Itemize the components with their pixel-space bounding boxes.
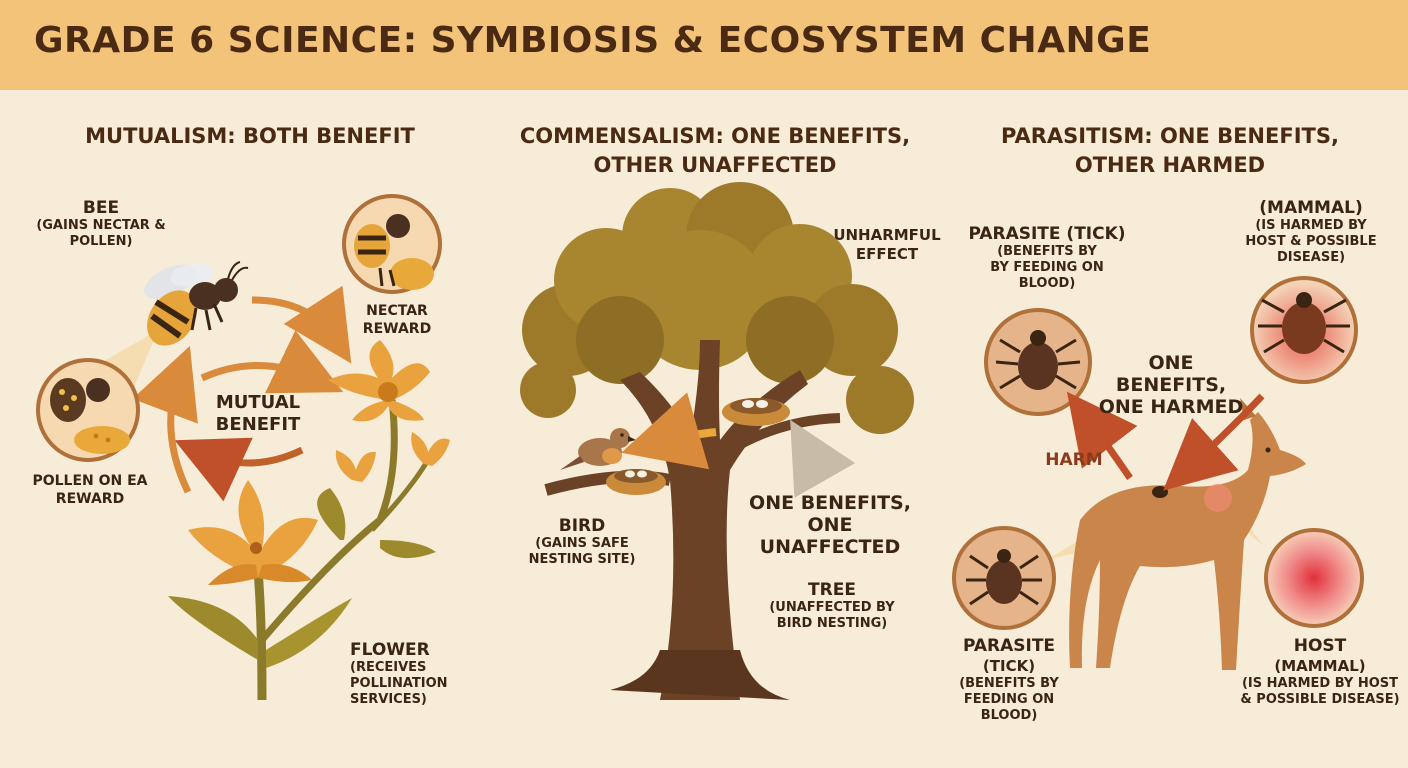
parasitism-title-line1: PARASITISM: ONE BENEFITS,	[1001, 124, 1339, 148]
nest-icon	[606, 398, 790, 495]
tree-sub: (UNAFFECTED BY BIRD NESTING)	[769, 600, 895, 631]
flower-sub: (RECEIVES POLLINATION SERVICES)	[350, 660, 448, 707]
skin-rash-icon	[1250, 276, 1358, 384]
pollen-icon	[36, 358, 140, 462]
host-label: HOST	[1293, 636, 1347, 656]
parasite-top-label-group: PARASITE (TICK) (BENEFITS BY BY FEEDING …	[962, 224, 1132, 292]
arrow-nest-to-bird	[621, 392, 717, 470]
parasite-bottom-sub: (TICK)	[982, 657, 1036, 675]
mammal-top-label: (MAMMAL)	[1259, 198, 1363, 218]
bird-label: BIRD	[558, 516, 606, 536]
arrow-up-to-bee	[132, 345, 198, 494]
commensalism-title-line2: OTHER UNAFFECTED	[593, 153, 837, 177]
nectar-label: NECTAR REWARD	[362, 303, 432, 337]
bee-label: BEE	[82, 198, 120, 218]
parasite-bottom-label: PARASITE	[962, 636, 1056, 656]
host-sub2: (IS HARMED BY HOST & POSSIBLE DISEASE)	[1240, 676, 1400, 707]
flower-label-group: FLOWER (RECEIVES POLLINATION SERVICES)	[350, 640, 470, 708]
bee-icon	[143, 261, 249, 346]
bird-sub: (GAINS SAFE NESTING SITE)	[528, 536, 636, 567]
commensalism-title-line1: COMMENSALISM: ONE BENEFITS,	[519, 124, 911, 148]
arrow-center-to-flower	[200, 330, 344, 394]
arrow-center-to-left	[174, 437, 304, 502]
parasite-bottom-sub2: (BENEFITS BY FEEDING ON BLOOD)	[959, 676, 1059, 723]
nectar-icon	[342, 194, 442, 294]
tree-label: TREE	[808, 580, 856, 600]
tick-icon-bottom	[952, 526, 1056, 630]
tree-label-group: TREE (UNAFFECTED BY BIRD NESTING)	[762, 580, 902, 632]
one-benefits-unaffected-label: ONE BENEFITS, ONE UNAFFECTED	[749, 492, 911, 558]
bird-icon	[560, 428, 636, 470]
harm-label: HARM	[1045, 450, 1103, 470]
bird-label-group: BIRD (GAINS SAFE NESTING SITE)	[520, 516, 644, 568]
pollen-label: POLLEN ON EA REWARD	[32, 473, 148, 507]
bee-sub: (GAINS NECTAR & POLLEN)	[36, 218, 166, 249]
host-label-group: HOST (MAMMAL) (IS HARMED BY HOST & POSSI…	[1240, 636, 1400, 708]
mammal-top-sub: (IS HARMED BY HOST & POSSIBLE DISEASE)	[1245, 218, 1377, 265]
host-rash-icon	[1264, 528, 1364, 628]
arrow-bee-to-flower	[251, 285, 352, 364]
commensalism-title: COMMENSALISM: ONE BENEFITS, OTHER UNAFFE…	[500, 122, 930, 180]
page-title: GRADE 6 SCIENCE: SYMBIOSIS & ECOSYSTEM C…	[34, 20, 1152, 61]
arrow-to-tick-bite	[1163, 393, 1265, 491]
unharmful-effect-label: UNHARMFUL EFFECT	[833, 226, 941, 263]
mutual-benefit-label: MUTUAL BENEFIT	[215, 392, 301, 435]
mammal-top-label-group: (MAMMAL) (IS HARMED BY HOST & POSSIBLE D…	[1242, 198, 1380, 266]
flower-icon	[168, 340, 450, 701]
bee-label-group: BEE (GAINS NECTAR & POLLEN)	[36, 198, 166, 250]
arrow-to-nest	[790, 419, 856, 498]
one-benefits-harmed-label: ONE BENEFITS, ONE HARMED	[1098, 352, 1244, 418]
mutualism-title: MUTUALISM: BOTH BENEFIT	[85, 124, 415, 148]
parasitism-title: PARASITISM: ONE BENEFITS, OTHER HARMED	[980, 122, 1360, 180]
parasite-top-sub: (BENEFITS BY BY FEEDING ON BLOOD)	[990, 244, 1104, 291]
host-sub: (MAMMAL)	[1274, 657, 1366, 675]
tree-icon	[520, 182, 914, 700]
tick-icon	[984, 308, 1092, 416]
parasite-bottom-label-group: PARASITE (TICK) (BENEFITS BY FEEDING ON …	[924, 636, 1094, 724]
arrow-harm	[1066, 391, 1138, 480]
parasitism-title-line2: OTHER HARMED	[1074, 153, 1266, 177]
parasite-top-label: PARASITE (TICK)	[968, 224, 1126, 244]
header-banner: GRADE 6 SCIENCE: SYMBIOSIS & ECOSYSTEM C…	[0, 0, 1408, 90]
flower-label: FLOWER	[350, 640, 430, 660]
